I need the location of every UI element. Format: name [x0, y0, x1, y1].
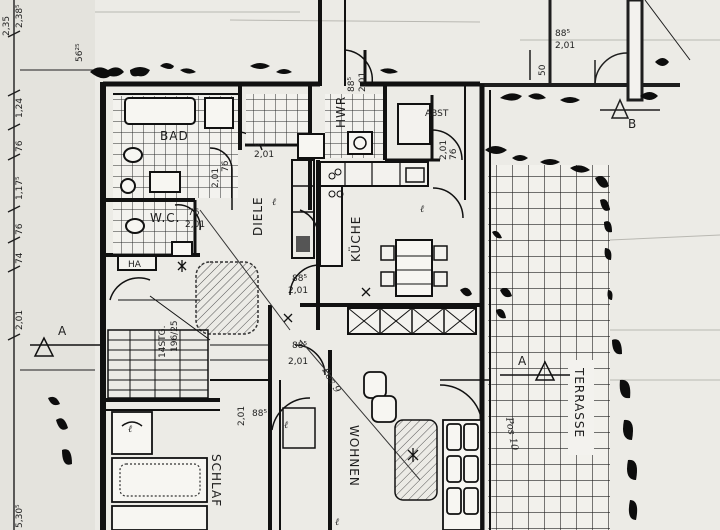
dim-door-top-right-w: 88⁵ [555, 29, 570, 39]
dim-schlaf-door-w: 88⁵ [252, 409, 267, 419]
room-label-abst: ABST [425, 109, 449, 119]
terrace-grid [492, 165, 610, 530]
washing-machine [347, 131, 373, 155]
dim-schlaf-door-h: 2,01 [237, 406, 247, 426]
bad-toilet [123, 147, 143, 163]
dim-bad-201: 2,01 [211, 168, 221, 188]
top-right-area [480, 0, 691, 102]
section-b-label: B [628, 117, 637, 131]
kitchen-table [380, 239, 448, 297]
left-dimension-line [7, 0, 95, 530]
room-label-wohnen: WOHNEN [347, 425, 361, 487]
room-label-hwr: HWR [334, 96, 348, 128]
dim-left-8: 74 [15, 252, 25, 264]
dim-left-2: 2,35 [2, 16, 12, 36]
margin-strip [0, 0, 95, 530]
room-label-terrasse: TERRASSE [572, 367, 586, 438]
stair-count: 14STG. [158, 326, 168, 359]
handwritten-ell-1: ℓ [272, 197, 276, 208]
handwritten-ell-4: ℓ [335, 517, 339, 528]
bad-bidet [120, 178, 136, 194]
handwritten-ell-2: ℓ [420, 204, 424, 215]
dim-wc-76: 76 [188, 208, 200, 218]
sofa [442, 419, 482, 530]
section-marker-b: B [600, 98, 660, 131]
room-label-diele: DIELE [251, 196, 265, 236]
dim-bad-door-h: 2,01 [254, 150, 274, 160]
cabinet-row [347, 307, 477, 335]
scribble-marks [177, 260, 419, 462]
ha-box [117, 255, 157, 271]
section-a-right-label: A [518, 354, 527, 368]
dim-hwr-w: 88⁵ [347, 77, 357, 92]
dim-diele-door-h: 2,01 [288, 286, 308, 296]
terrace-door [439, 384, 483, 426]
abst-door [431, 129, 463, 161]
dim-left-7: 76 [15, 223, 25, 235]
handwritten-ell-3: ℓ [128, 424, 132, 435]
dim-left-4: 1,24 [15, 98, 25, 118]
coffee-table [394, 419, 438, 501]
wc-toilet [125, 218, 145, 234]
room-label-bad: BAD [160, 129, 189, 143]
kitchen-terrace-door [432, 187, 464, 219]
diele-shelf [291, 159, 315, 259]
diele-rug [195, 261, 259, 335]
hwr-sink [297, 133, 325, 159]
dim-top-50: 50 [538, 64, 548, 76]
dim-bad-76: 76 [221, 160, 231, 172]
room-label-schlaf: SCHLAF [209, 454, 223, 507]
dim-door-top-right-h: 2,01 [555, 41, 575, 51]
dim-wohnen-door-w: 88⁵ [292, 341, 307, 351]
hwr-door [344, 49, 374, 85]
diele-diagonal [199, 209, 291, 331]
wc-basin [171, 241, 193, 257]
schlaf-door [271, 397, 311, 431]
abst-box [397, 103, 431, 145]
dim-left-5: 76 [15, 140, 25, 152]
bedroom-furniture [111, 411, 208, 530]
wohnen-door [294, 344, 326, 376]
dim-abst-76: 76 [449, 148, 459, 160]
dim-abst-201: 2,01 [439, 140, 449, 160]
handwritten-ell-5: ℓ [284, 420, 288, 431]
bad-sink [204, 97, 234, 129]
dim-left-top: 2,38⁵ [15, 4, 25, 28]
shrub-marker-blobs [48, 58, 669, 520]
dim-left-bottom: 5,30⁵ [15, 504, 25, 528]
room-label-wc: W.C. [150, 211, 181, 225]
dim-left-9: 2,01 [15, 310, 25, 330]
section-a-left-label: A [58, 324, 67, 338]
dim-wohnen-door-h: 2,01 [288, 357, 308, 367]
dim-left-6: 1,17⁵ [15, 176, 25, 200]
wc-door [174, 204, 201, 231]
dim-hwr-h: 2,01 [358, 72, 368, 92]
kitchen-counter [319, 161, 429, 267]
dim-left-3: 56²⁵ [75, 43, 85, 62]
section-marker-a-left: A [30, 324, 100, 357]
armchairs [363, 371, 397, 423]
bad-basin [149, 171, 181, 193]
label-ha: HA [128, 260, 142, 270]
staircase [107, 295, 270, 399]
dim-diele-door-w: 88⁵ [292, 274, 307, 284]
dim-wc-201: 2,01 [185, 220, 205, 230]
stair-ratio: 196/25 [170, 320, 180, 352]
section-marker-a-right: A [500, 354, 570, 381]
bathtub [124, 97, 196, 125]
entry-door [109, 277, 151, 301]
room-label-kueche: KÜCHE [347, 216, 363, 262]
